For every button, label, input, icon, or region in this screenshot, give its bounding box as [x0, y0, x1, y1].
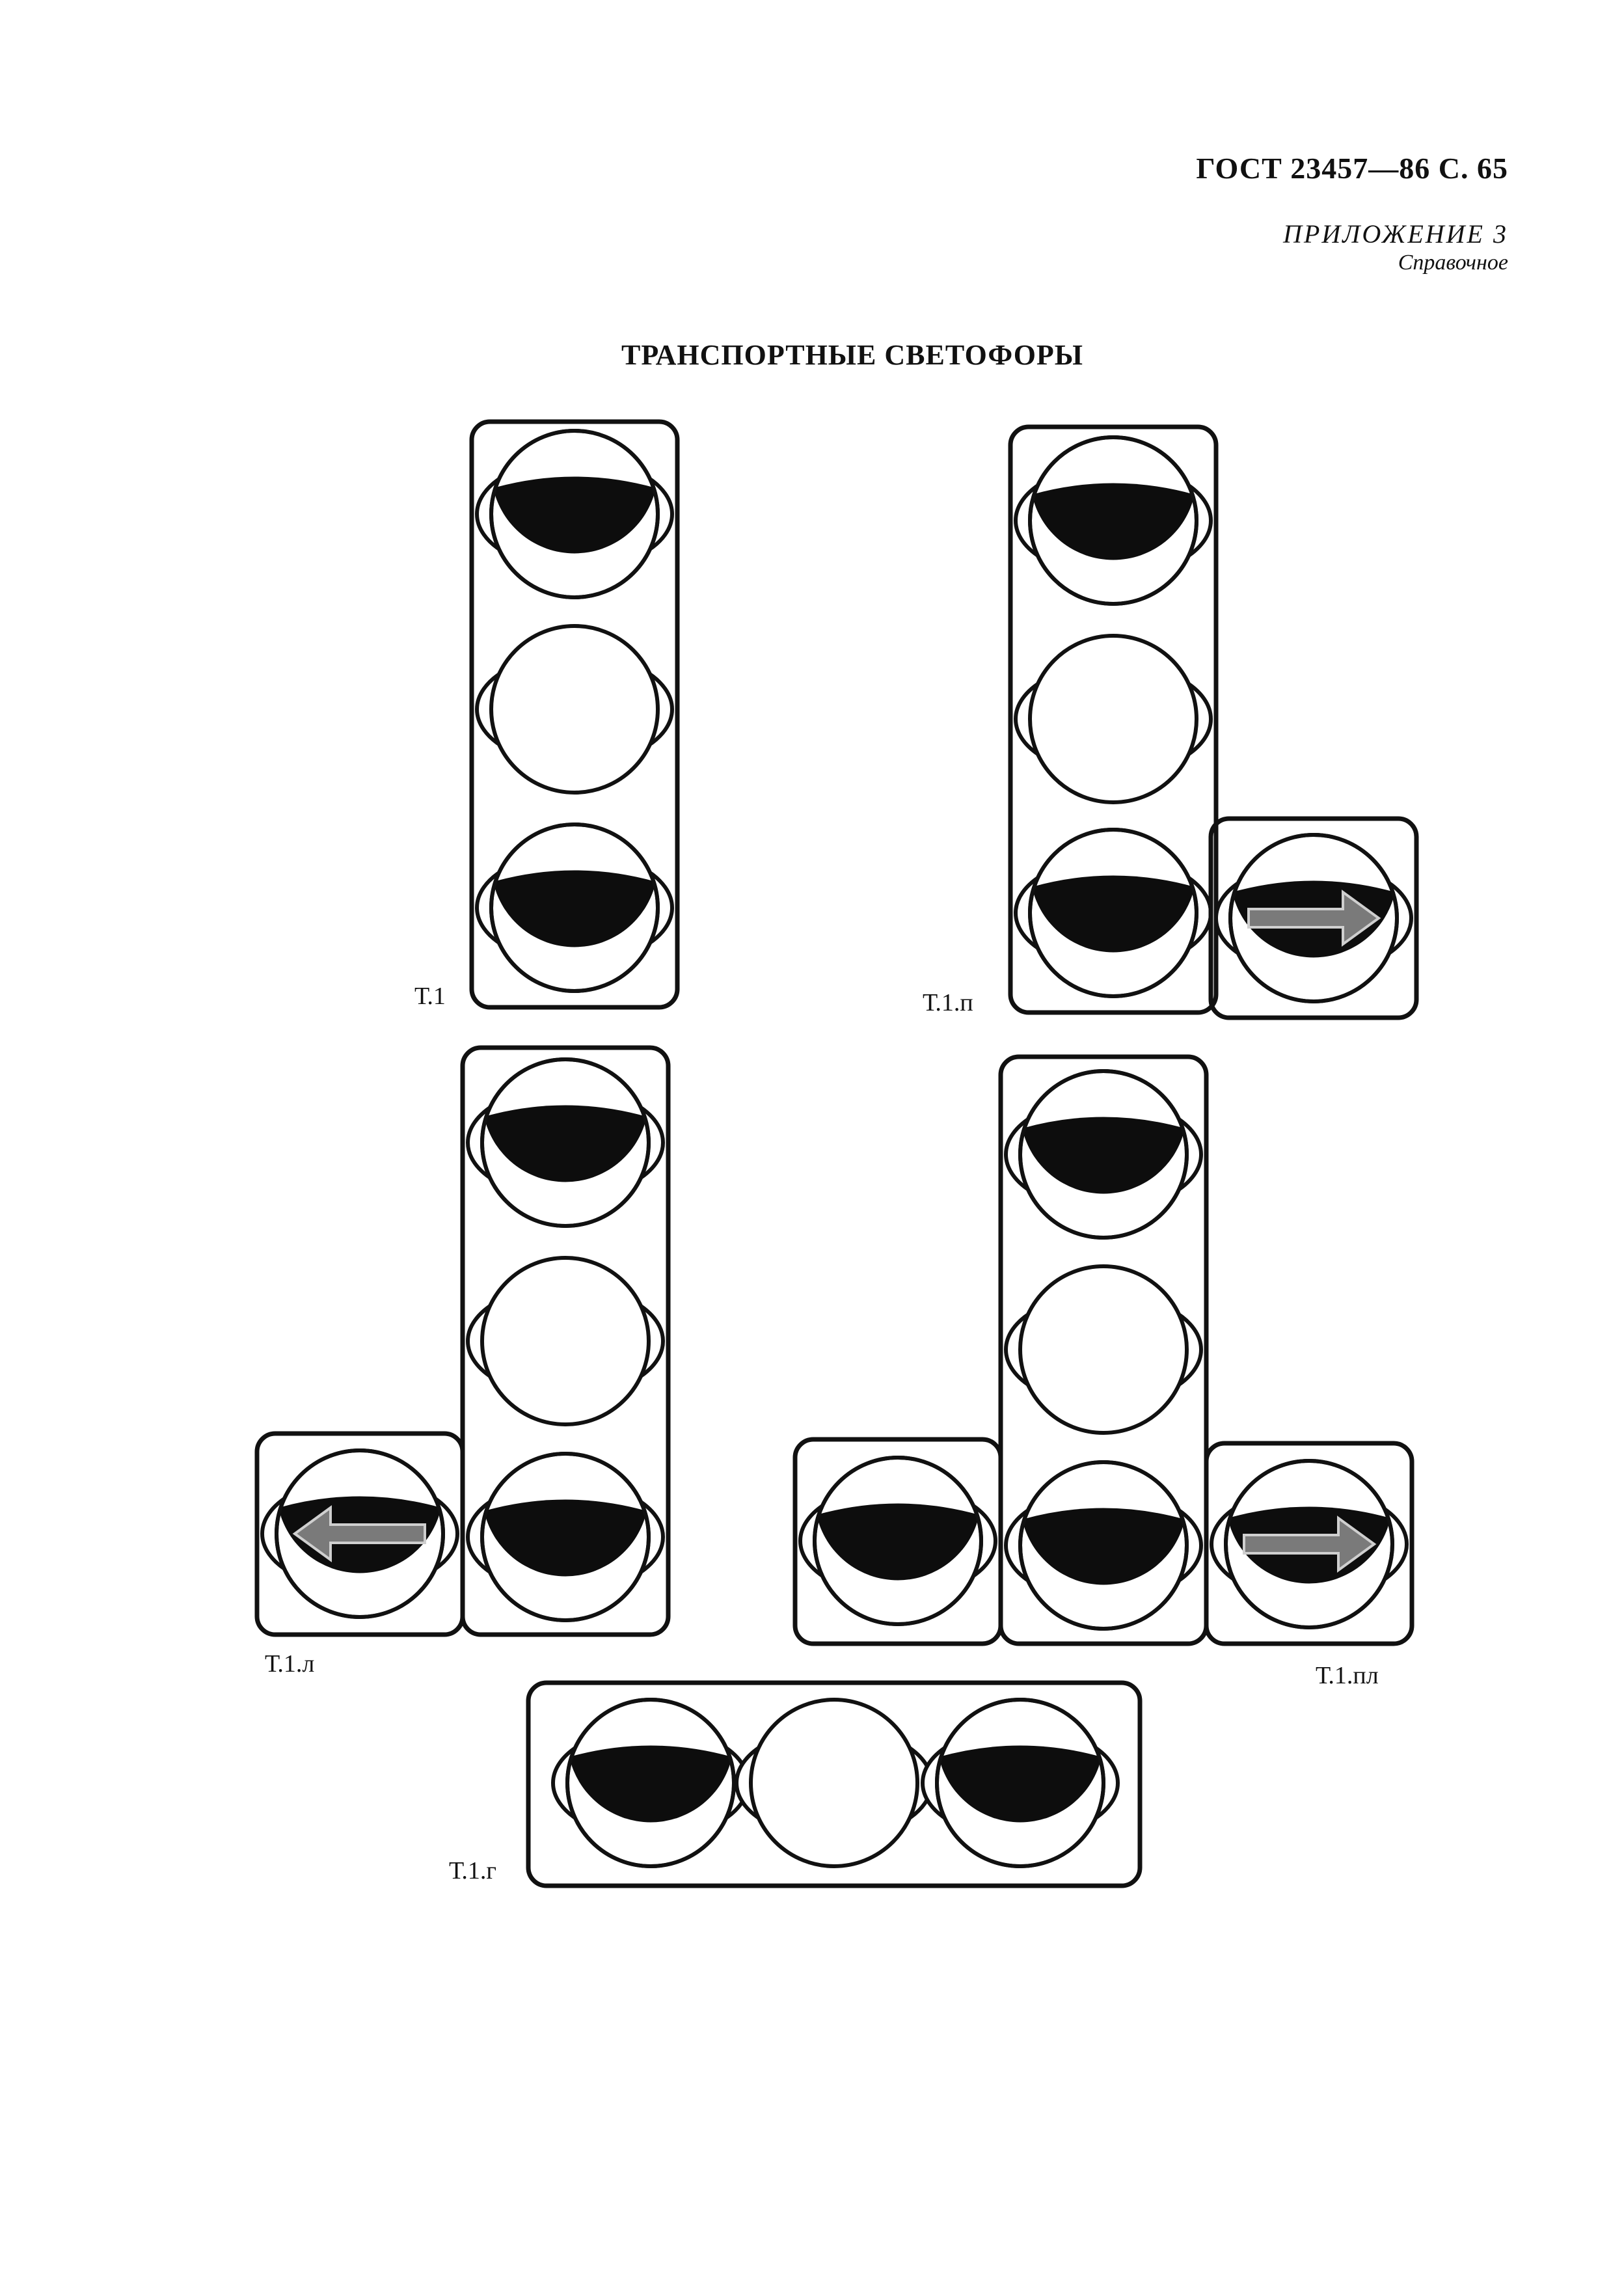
lamp-middle [737, 1700, 932, 1866]
lamp-bottom [1006, 1462, 1201, 1629]
lamp-bottom [477, 824, 672, 991]
lamp-left [553, 1700, 748, 1866]
signal-housing-horizontal [526, 1680, 1143, 1888]
figure-label-t1l: Т.1.л [265, 1650, 314, 1678]
lamp-right [923, 1700, 1118, 1866]
figure-label-t1: Т.1 [414, 983, 446, 1010]
arrow-section-housing [1208, 816, 1419, 1020]
lamp-top [1016, 437, 1211, 604]
signal-t1g: Т.1.г [449, 1680, 1143, 1888]
signal-t1: Т.1 [414, 419, 680, 1010]
left-section-housing [792, 1437, 1003, 1646]
appendix-subtitle: Справочное [1398, 251, 1508, 275]
figure-label-t1p: Т.1.п [923, 989, 973, 1016]
appendix-block: ПРИЛОЖЕНИЕ 3 Справочное [1283, 219, 1508, 275]
appendix-title: ПРИЛОЖЕНИЕ 3 [1283, 219, 1508, 249]
figure-label-t1pl: Т.1.пл [1316, 1662, 1379, 1689]
signal-housing [469, 419, 680, 1010]
page-title: ТРАНСПОРТНЫЕ СВЕТОФОРЫ [621, 339, 1083, 371]
lamp-middle [477, 626, 672, 793]
lamp-bottom [468, 1454, 663, 1620]
lamp-middle [1006, 1266, 1201, 1433]
lamp-bottom [1016, 830, 1211, 996]
page-header: ГОСТ 23457—86 С. 65 [1196, 151, 1508, 185]
arrow-section-housing [1204, 1441, 1414, 1646]
lamp-left [800, 1458, 995, 1624]
lamp-middle [468, 1258, 663, 1424]
signal-t1l: Т.1.л [254, 1045, 671, 1678]
lamp-top [468, 1059, 663, 1226]
signal-t1p: Т.1.п [923, 424, 1419, 1020]
signal-t1pl: Т.1.пл [792, 1054, 1414, 1689]
arrow-section-housing [254, 1431, 465, 1637]
figure-label-t1g: Т.1.г [449, 1857, 496, 1884]
signal-housing [998, 1054, 1209, 1646]
signal-housing [460, 1045, 671, 1637]
lamp-middle [1016, 636, 1211, 802]
lamp-top [477, 431, 672, 597]
signal-housing [1008, 424, 1219, 1015]
standard-number: ГОСТ 23457—86 С. 65 [1196, 152, 1508, 185]
lamp-top [1006, 1071, 1201, 1238]
